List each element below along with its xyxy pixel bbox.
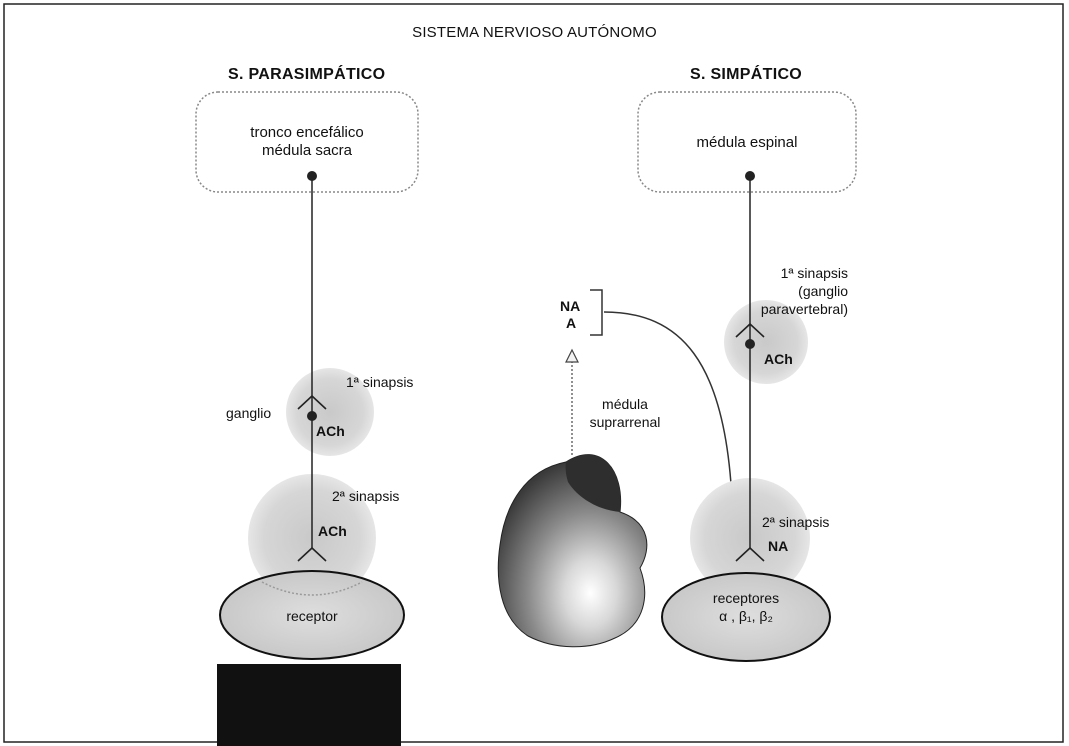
adrenal-bracket: [590, 289, 603, 336]
adrenal-label-line1: médula: [602, 396, 648, 412]
simp-ganglion-cell-body: [745, 339, 755, 349]
simp-origin-cell-body: [745, 171, 755, 181]
simp-na-label: NA: [768, 538, 789, 554]
para-ganglion-cell-body: [307, 411, 317, 421]
para-origin-line2: médula sacra: [261, 142, 353, 159]
adrenal-na-label: NA: [560, 298, 581, 314]
adrenal-arrow-up-icon: [565, 348, 579, 363]
adrenal-curved-arrow: [603, 311, 738, 503]
para-ach1-label: ACh: [316, 423, 345, 439]
para-origin-box: [195, 91, 419, 193]
simp-synapse2-label: 2ª sinapsis: [762, 514, 830, 530]
simp-origin-box: [637, 91, 857, 193]
para-synapse1-label: 1ª sinapsis: [346, 374, 414, 390]
simp-halo-ganglion: [724, 300, 808, 384]
simp-origin-label: médula espinal: [696, 134, 798, 151]
simp-effector-terminal: [735, 546, 765, 562]
simp-ach-label: ACh: [764, 351, 793, 367]
simp-receptor-oval: [661, 572, 831, 662]
outer-frame: [3, 3, 1064, 743]
black-block: [217, 664, 401, 746]
adrenal-label-line2: suprarrenal: [589, 414, 661, 430]
simp-header: S. SIMPÁTICO: [690, 66, 803, 83]
para-header: S. PARASIMPÁTICO: [228, 66, 386, 83]
simp-receptor-line1: receptores: [712, 590, 780, 606]
para-ach2-label: ACh: [318, 523, 347, 539]
para-receptor-label: receptor: [286, 608, 338, 624]
para-halo-ganglion: [286, 368, 374, 456]
para-ganglion-terminal: [297, 394, 327, 410]
adrenal-a-label: A: [566, 315, 577, 331]
para-receptor-dotted-arc: [261, 581, 363, 596]
simp-synapse1-line2: (ganglio: [798, 283, 848, 299]
diagram-title: SISTEMA NERVIOSO AUTÓNOMO: [412, 24, 657, 41]
para-synapse2-label: 2ª sinapsis: [332, 488, 400, 504]
simp-ganglion-terminal: [735, 322, 765, 338]
para-origin-line1: tronco encefálico: [250, 124, 364, 141]
simp-receptor-line2: α , β₁, β₂: [719, 608, 773, 624]
para-receptor-oval: [219, 570, 405, 660]
simp-synapse1-line3: paravertebral): [760, 301, 848, 317]
para-ganglion-label: ganglio: [226, 405, 272, 421]
para-origin-cell-body: [307, 171, 317, 181]
adrenal-medulla-cap: [565, 454, 621, 512]
para-effector-terminal: [297, 546, 327, 562]
simp-synapse1-line1: 1ª sinapsis: [780, 265, 848, 281]
